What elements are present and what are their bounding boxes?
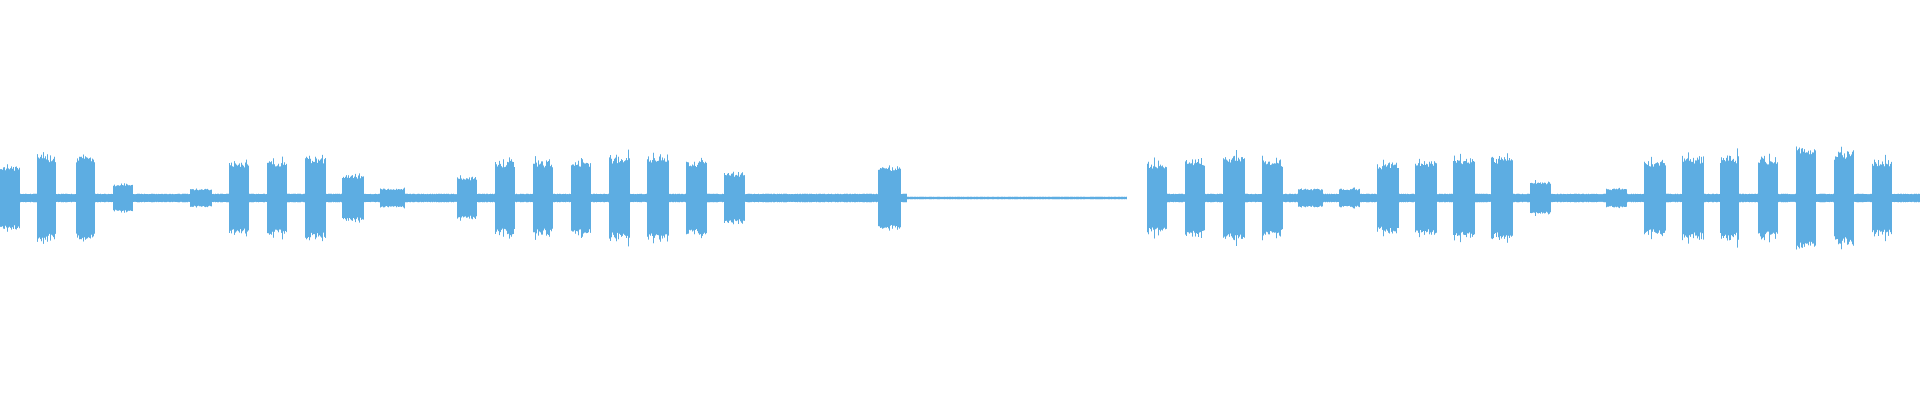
waveform-envelope: [0, 146, 1920, 250]
